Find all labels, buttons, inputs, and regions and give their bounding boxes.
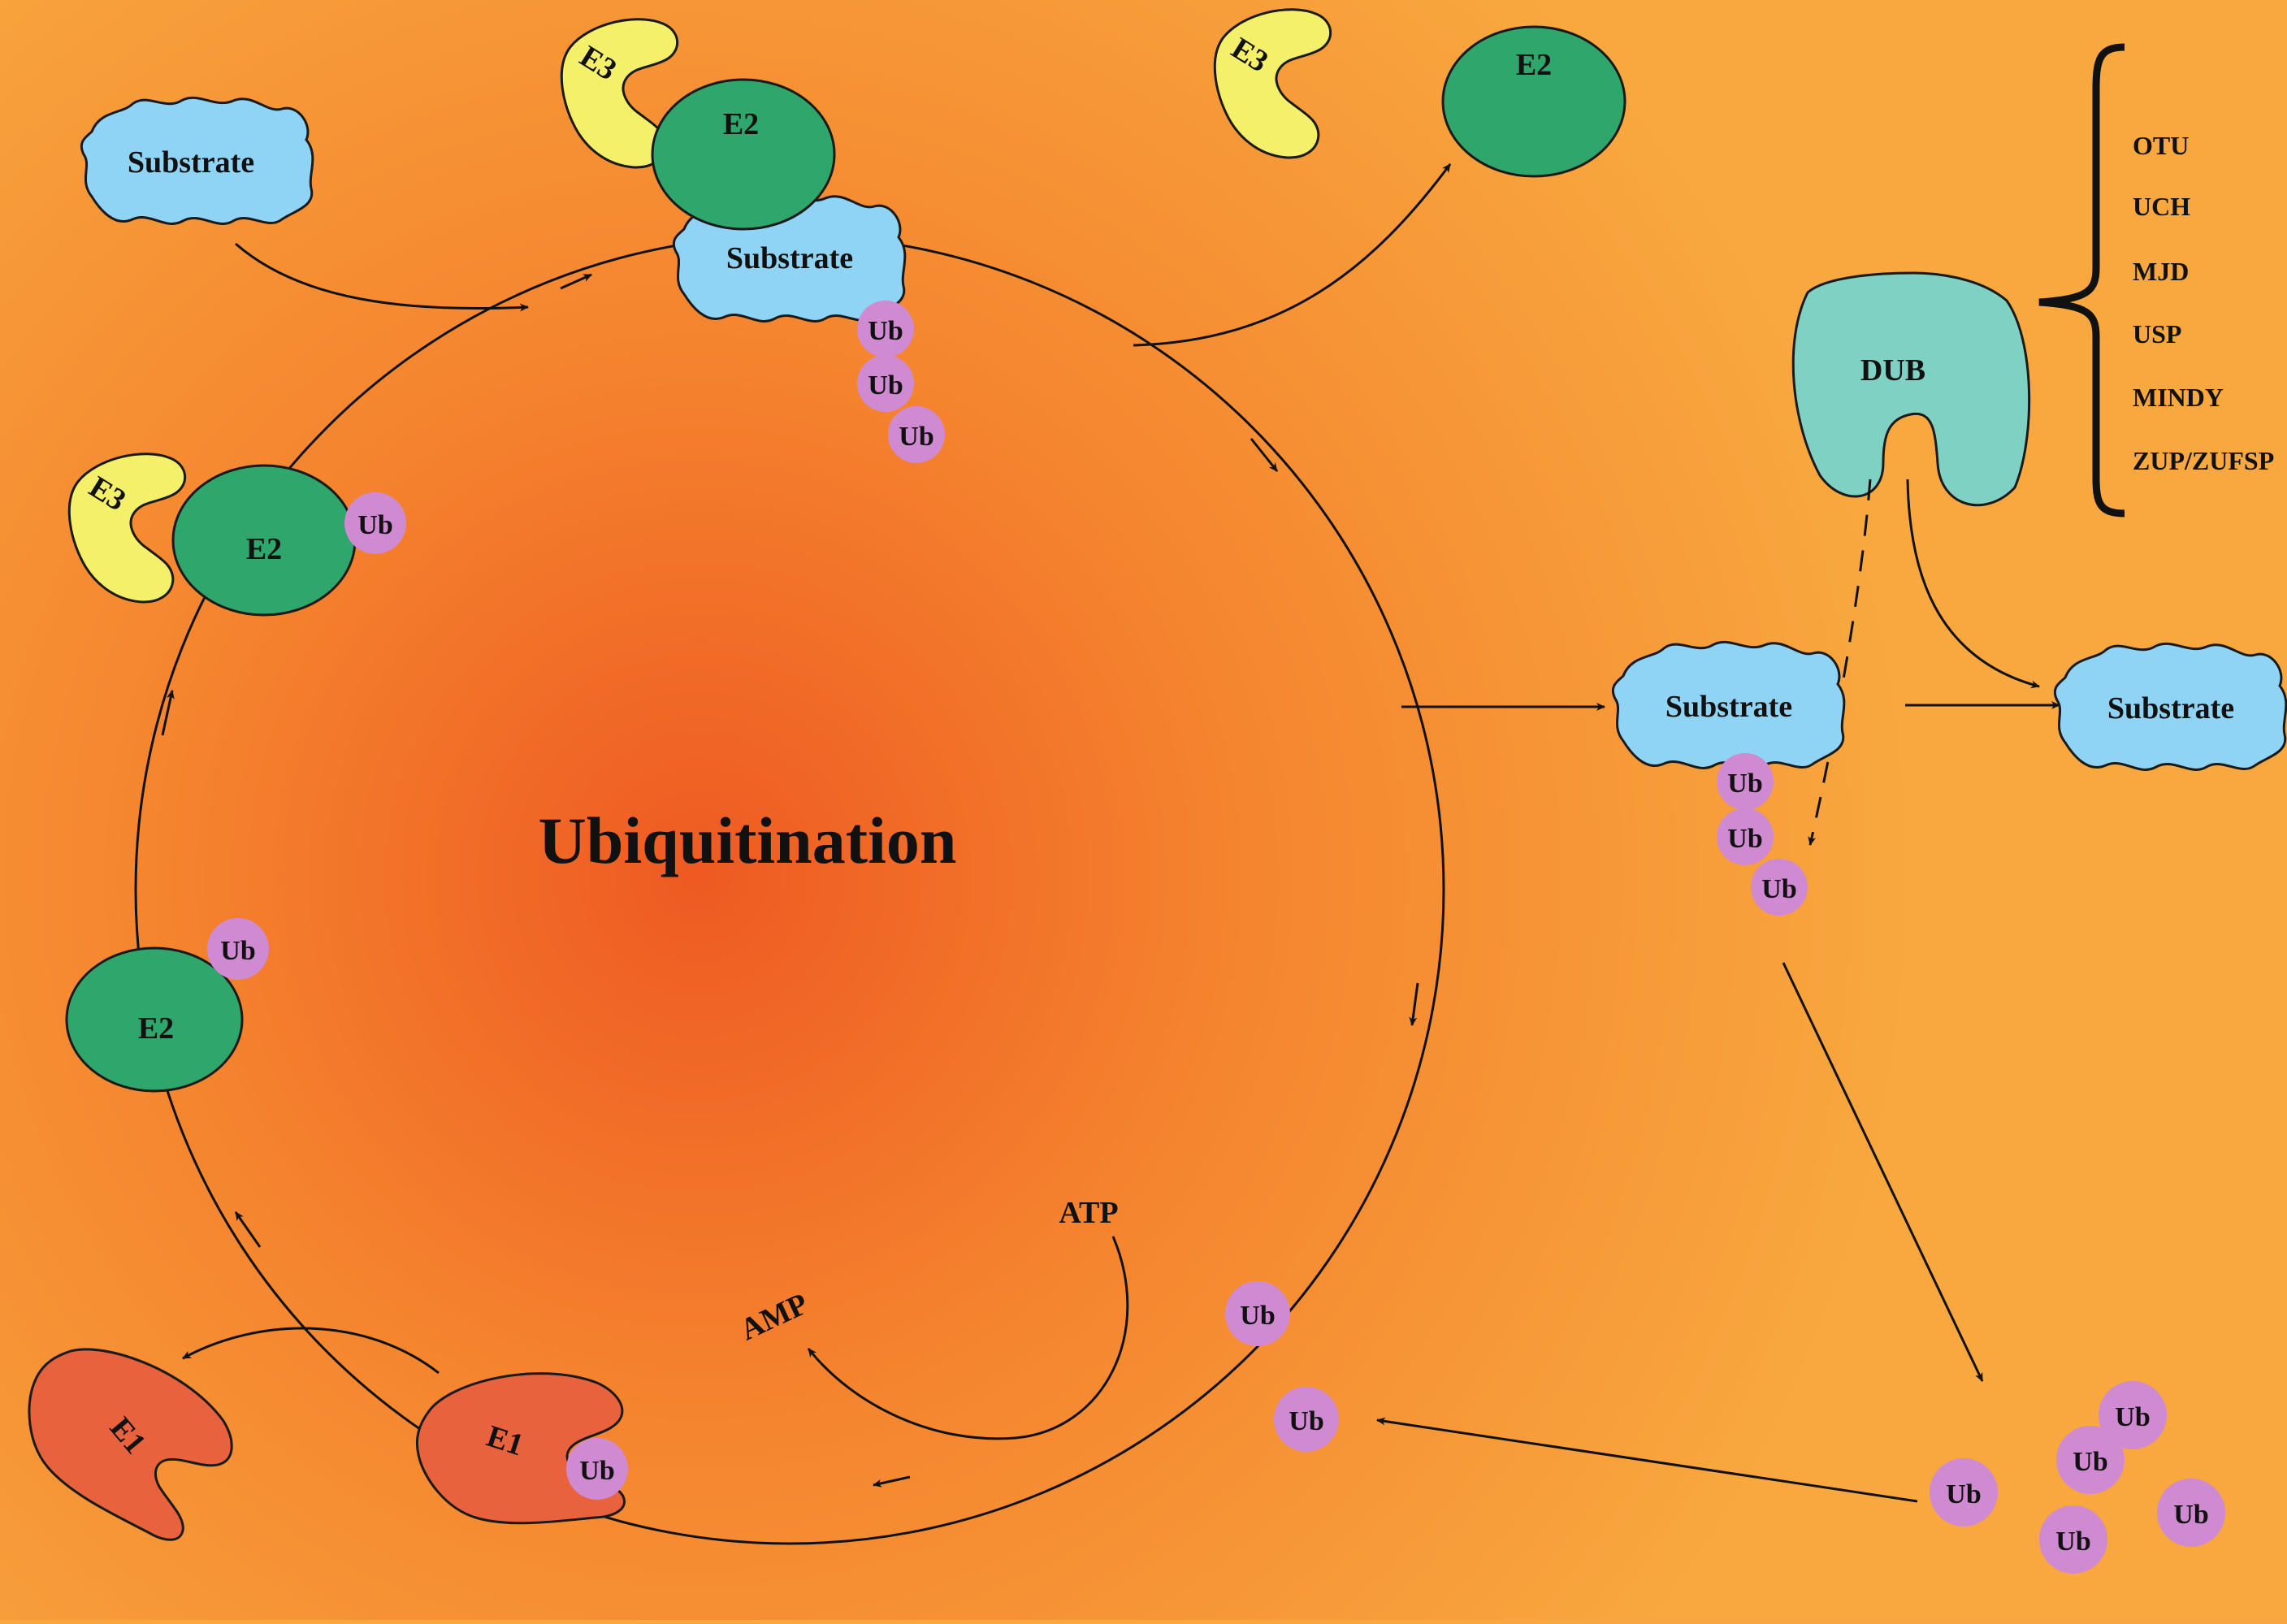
svg-text:Ub: Ub — [899, 422, 933, 452]
ubiquitin — [1717, 753, 1774, 810]
cycle-arrow — [234, 1211, 262, 1248]
svg-text:Ub: Ub — [2115, 1402, 2150, 1432]
dub-family-item: MJD — [2133, 257, 2189, 286]
ubiquitin — [207, 918, 269, 980]
e2-release-arrow — [1133, 163, 1452, 347]
substrate-ubiquitinated: Substrate Ub Ub Ub — [1611, 640, 1846, 916]
e2-ub-complex: E2 Ub — [65, 918, 269, 1093]
svg-text:Ub: Ub — [1761, 874, 1796, 904]
dub-family-item: MINDY — [2133, 383, 2224, 412]
svg-text:Ub: Ub — [868, 316, 903, 346]
svg-text:Ub: Ub — [1727, 824, 1762, 854]
substrate-entry-arrow — [235, 242, 529, 312]
svg-text:Ub: Ub — [2055, 1527, 2090, 1557]
dub-release-arrow — [1906, 479, 2040, 689]
substrate-bound: Substrate — [672, 193, 907, 323]
svg-text:Ub: Ub — [868, 370, 903, 401]
ubiquitin — [857, 355, 914, 412]
dub-family-item: ZUP/ZUFSP — [2133, 446, 2274, 475]
svg-text:Ub: Ub — [1727, 769, 1762, 799]
ubiquitin-recycle-arrow — [1376, 1417, 1918, 1503]
e2-label: E2 — [1516, 48, 1552, 82]
ub-label: Ub — [357, 510, 392, 540]
ubiquitin-on-cycle — [1225, 1281, 1290, 1346]
dub-family-item: UCH — [2133, 192, 2190, 221]
ubiquitin — [2157, 1479, 2225, 1547]
dub-family-item: USP — [2133, 319, 2181, 349]
ubiquitin-release-arrow — [1782, 962, 1984, 1382]
ub-label: Ub — [1240, 1301, 1275, 1331]
polyubiquitin-chain: Ub Ub Ub — [1717, 753, 1808, 916]
cycle-arrow — [560, 273, 592, 290]
dub-family-item: OTU — [2133, 131, 2189, 160]
ubiquitin — [857, 301, 914, 357]
substrate-label: Substrate — [2107, 691, 2234, 725]
e2-enzyme-free — [1441, 25, 1626, 178]
free-ubiquitin-pool: Ub Ub Ub Ub Ub — [1930, 1381, 2225, 1574]
ubiquitin — [344, 492, 406, 554]
e2-label: E2 — [246, 532, 282, 566]
ubiquitin-free — [1274, 1387, 1339, 1452]
dub-families-list: OTU UCH MJD USP MINDY ZUP/ZUFSP — [2133, 131, 2274, 475]
svg-text:Ub: Ub — [2073, 1447, 2107, 1477]
e3-e2-substrate-complex: E3 Substrate E2 Ub Ub Ub — [547, 6, 945, 463]
ub-label: Ub — [579, 1456, 614, 1486]
ubiquitin — [566, 1438, 628, 1500]
polyubiquitin-chain: Ub Ub Ub — [857, 301, 945, 463]
e2-enzyme — [651, 78, 836, 231]
e2-enzyme — [65, 946, 244, 1093]
svg-text:Ub: Ub — [1946, 1479, 1981, 1509]
ub-label: Ub — [220, 936, 255, 966]
ubiquitin — [1717, 808, 1774, 865]
e1-release-arrow — [182, 1327, 440, 1375]
substrate-deubiquitinated: Substrate — [2053, 642, 2287, 771]
dub-label: DUB — [1860, 353, 1925, 388]
atp-to-amp-arrow — [807, 1236, 1129, 1440]
ub-label: Ub — [1289, 1406, 1323, 1436]
substrate-label: Substrate — [128, 145, 254, 180]
svg-text:Ub: Ub — [2173, 1500, 2208, 1530]
substrate-label: Substrate — [726, 241, 853, 275]
dub-cleavage-dashed-arrow — [1808, 479, 1872, 846]
ubiquitin — [2099, 1381, 2167, 1449]
substrate-free: Substrate — [80, 96, 314, 225]
e2-label: E2 — [723, 107, 759, 141]
dub-families-bracket — [2038, 43, 2125, 518]
substrate-label: Substrate — [1665, 690, 1792, 724]
ubiquitin — [888, 406, 945, 463]
e1-ub-complex: E1 Ub — [408, 1359, 639, 1543]
e3-e2-ub-complex: E3 E2 Ub — [54, 440, 406, 618]
cycle-arrow — [1409, 982, 1419, 1026]
ubiquitin — [2056, 1426, 2125, 1494]
cycle-arrow — [1250, 438, 1279, 472]
ubiquitin — [1751, 859, 1808, 916]
cycle-arrow — [873, 1475, 911, 1488]
ubiquitin — [2039, 1505, 2107, 1574]
cycle-arrow — [161, 690, 175, 736]
diagram-title: Ubiquitination — [539, 803, 957, 877]
e2-label: E2 — [138, 1011, 174, 1046]
dub-enzyme: DUB — [1791, 271, 2031, 507]
atp-label: ATP — [1059, 1196, 1118, 1230]
ubiquitin — [1930, 1458, 1998, 1527]
